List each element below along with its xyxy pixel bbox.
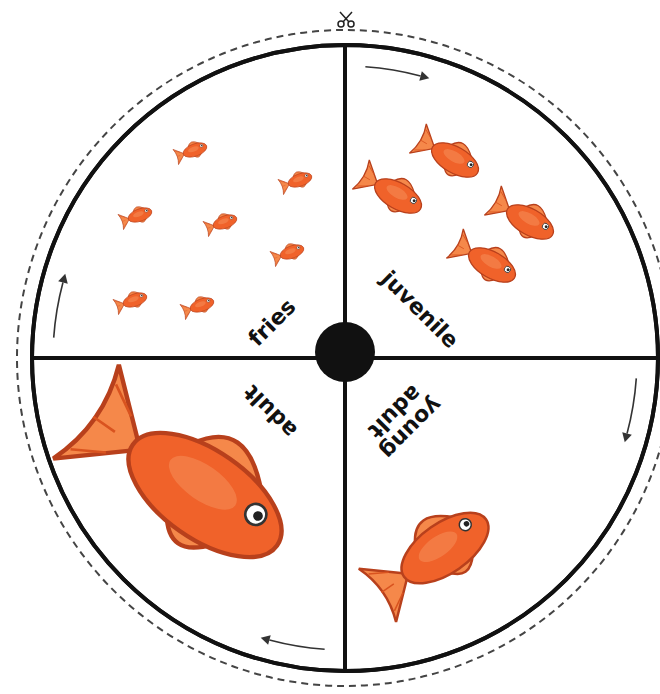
arrow-head bbox=[261, 635, 271, 645]
quadrant-outline bbox=[345, 45, 658, 358]
arrow-line bbox=[54, 282, 63, 337]
stage-label: juvenile bbox=[377, 267, 463, 353]
cycle-arrow bbox=[54, 274, 68, 338]
arrow-line bbox=[627, 378, 636, 433]
life-stage-quadrant: young adult bbox=[345, 358, 658, 671]
life-stage-quadrant: adult bbox=[32, 358, 345, 671]
quadrant-border bbox=[32, 358, 345, 671]
adult-fish bbox=[53, 361, 312, 592]
cycle-arrow bbox=[261, 635, 325, 649]
arrow-head bbox=[58, 274, 68, 284]
stage-label: adult bbox=[239, 381, 301, 443]
quadrant-border bbox=[32, 45, 345, 358]
cycle-arrow bbox=[365, 67, 429, 81]
cycle-arrow bbox=[622, 378, 636, 442]
quadrant-outline bbox=[32, 358, 345, 671]
stage-label: fries bbox=[244, 295, 300, 351]
scissors-symbol bbox=[336, 12, 356, 27]
arrow-line bbox=[269, 640, 324, 649]
quadrant-border bbox=[345, 45, 658, 358]
arrow-head bbox=[419, 71, 429, 81]
stage-label: young adult bbox=[358, 375, 447, 464]
quadrant-border bbox=[345, 358, 658, 671]
life-stage-quadrant: fries bbox=[32, 45, 345, 358]
young-adult-fish bbox=[357, 491, 504, 622]
wheel-rim bbox=[32, 45, 658, 671]
arrow-line bbox=[365, 67, 420, 76]
juvenile-fish bbox=[352, 123, 561, 293]
fry-fish bbox=[113, 138, 315, 320]
cut-line bbox=[17, 30, 660, 686]
life-stage-quadrant: juvenile bbox=[345, 45, 658, 358]
arrow-head bbox=[622, 432, 632, 442]
